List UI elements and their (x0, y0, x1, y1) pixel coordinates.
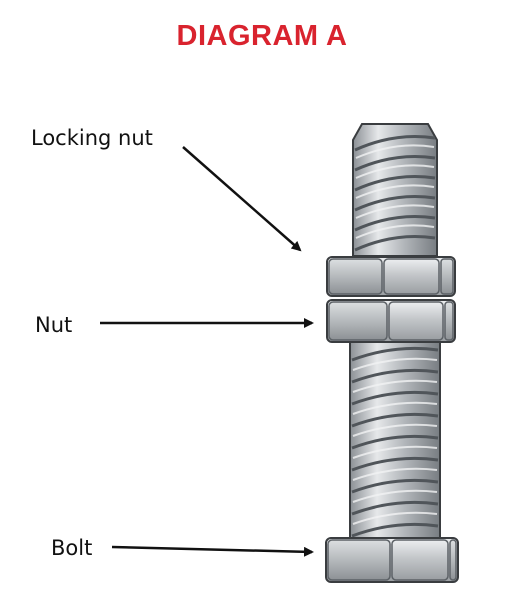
nut-shape (326, 299, 456, 343)
bolt-arrow (111, 545, 314, 557)
bolt-label: Bolt (51, 536, 93, 560)
nut-label: Nut (35, 313, 73, 337)
bolt-head-shape (325, 537, 459, 583)
diagram-title: DIAGRAM A (176, 20, 348, 52)
bolt-shaft-top (352, 123, 438, 257)
locking-nut-arrow (182, 146, 302, 252)
bolt-shaft-bottom (349, 341, 441, 541)
locking-nut-shape (326, 256, 456, 297)
locking-nut-label: Locking nut (31, 126, 153, 150)
